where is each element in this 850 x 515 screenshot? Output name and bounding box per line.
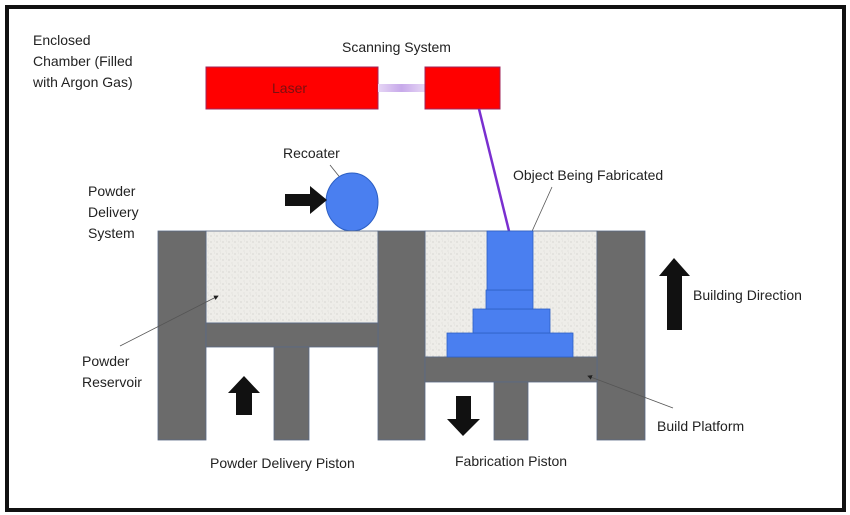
fabrication-piston-down-arrow-icon [447, 396, 480, 436]
laser-box [205, 66, 379, 110]
powder-delivery-piston-label: Powder Delivery Piston [210, 455, 355, 471]
recoater-label: Recoater [283, 145, 340, 161]
middle-wall [377, 230, 426, 441]
scanner-mirror-box [424, 66, 501, 110]
build-platform-label: Build Platform [657, 418, 744, 434]
object-pointer [528, 186, 553, 239]
recoater-arrow-right-icon [285, 186, 327, 214]
building-direction-label: Building Direction [693, 287, 802, 303]
powder-reservoir-label: Powder Reservoir [82, 353, 142, 390]
object-label: Object Being Fabricated [513, 167, 663, 183]
scanning-system-label: Scanning System [342, 39, 451, 55]
build-platform-pointer [587, 375, 674, 409]
object-layer-4 [486, 230, 534, 291]
object-being-fabricated [446, 230, 574, 358]
powder-reservoir [205, 230, 379, 324]
fabrication-piston-label: Fabrication Piston [455, 453, 567, 469]
powder-delivery-piston-rod [273, 346, 310, 441]
reservoir-pointer [119, 295, 219, 347]
laser-connector [378, 84, 425, 92]
laser-label: Laser [272, 80, 307, 96]
laser-beam [477, 108, 511, 232]
object-layer-1 [446, 332, 574, 358]
powder-delivery-system-label: Powder Delivery System [88, 183, 142, 241]
object-layer-2 [472, 308, 551, 334]
building-direction-arrow-icon [659, 258, 690, 330]
build-platform [424, 356, 598, 383]
powder-piston-up-arrow-icon [228, 376, 260, 415]
fabrication-piston-rod [493, 381, 529, 441]
chamber-label: Enclosed Chamber (Filled with Argon Gas) [32, 32, 136, 90]
recoater [325, 172, 379, 232]
right-wall [596, 230, 646, 441]
object-layer-3 [485, 289, 534, 310]
left-wall [157, 230, 207, 441]
powder-delivery-plate [205, 322, 379, 348]
